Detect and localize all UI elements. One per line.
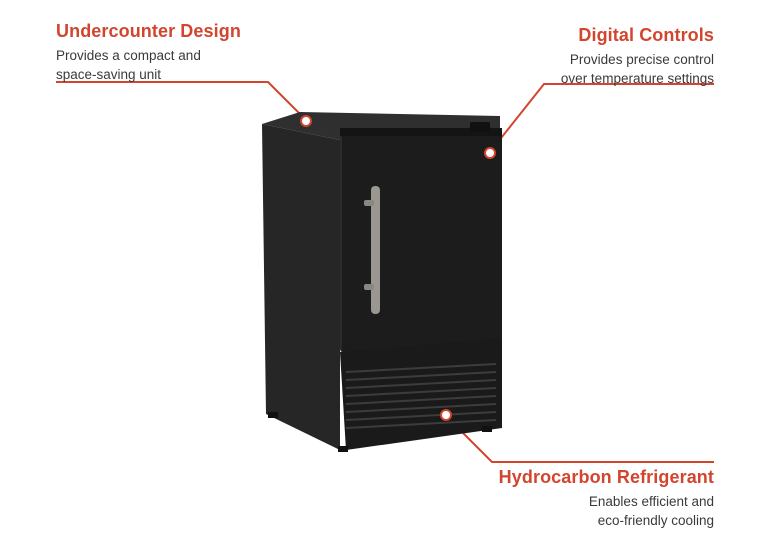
callout-title: Hydrocarbon Refrigerant bbox=[498, 467, 714, 487]
callout-description-line: over temperature settings bbox=[560, 71, 714, 86]
vent-grille bbox=[345, 363, 497, 429]
callout-description-line: Provides precise control bbox=[569, 52, 714, 67]
leader-line-undercounter bbox=[56, 81, 307, 121]
callout-description-line: Provides a compact and bbox=[56, 48, 201, 63]
marker-controls bbox=[484, 147, 496, 159]
callout-description-line: Enables efficient and bbox=[588, 494, 714, 509]
leader-line-controls bbox=[489, 83, 714, 153]
callout-hydrocarbon-refrigerant: Hydrocarbon Refrigerant Enables efficien… bbox=[414, 466, 714, 530]
ice-maker-cabinet bbox=[262, 112, 502, 452]
callout-title: Digital Controls bbox=[578, 25, 714, 45]
callout-markers bbox=[300, 115, 496, 421]
callout-description-line: eco-friendly cooling bbox=[597, 513, 714, 528]
callout-digital-controls: Digital Controls Provides precise contro… bbox=[454, 24, 714, 88]
door-handle bbox=[364, 186, 380, 314]
marker-refrigerant bbox=[440, 409, 452, 421]
marker-undercounter bbox=[300, 115, 312, 127]
callout-undercounter-design: Undercounter Design Provides a compact a… bbox=[56, 20, 316, 84]
callout-title: Undercounter Design bbox=[56, 21, 241, 41]
callout-description-line: space-saving unit bbox=[56, 67, 162, 82]
